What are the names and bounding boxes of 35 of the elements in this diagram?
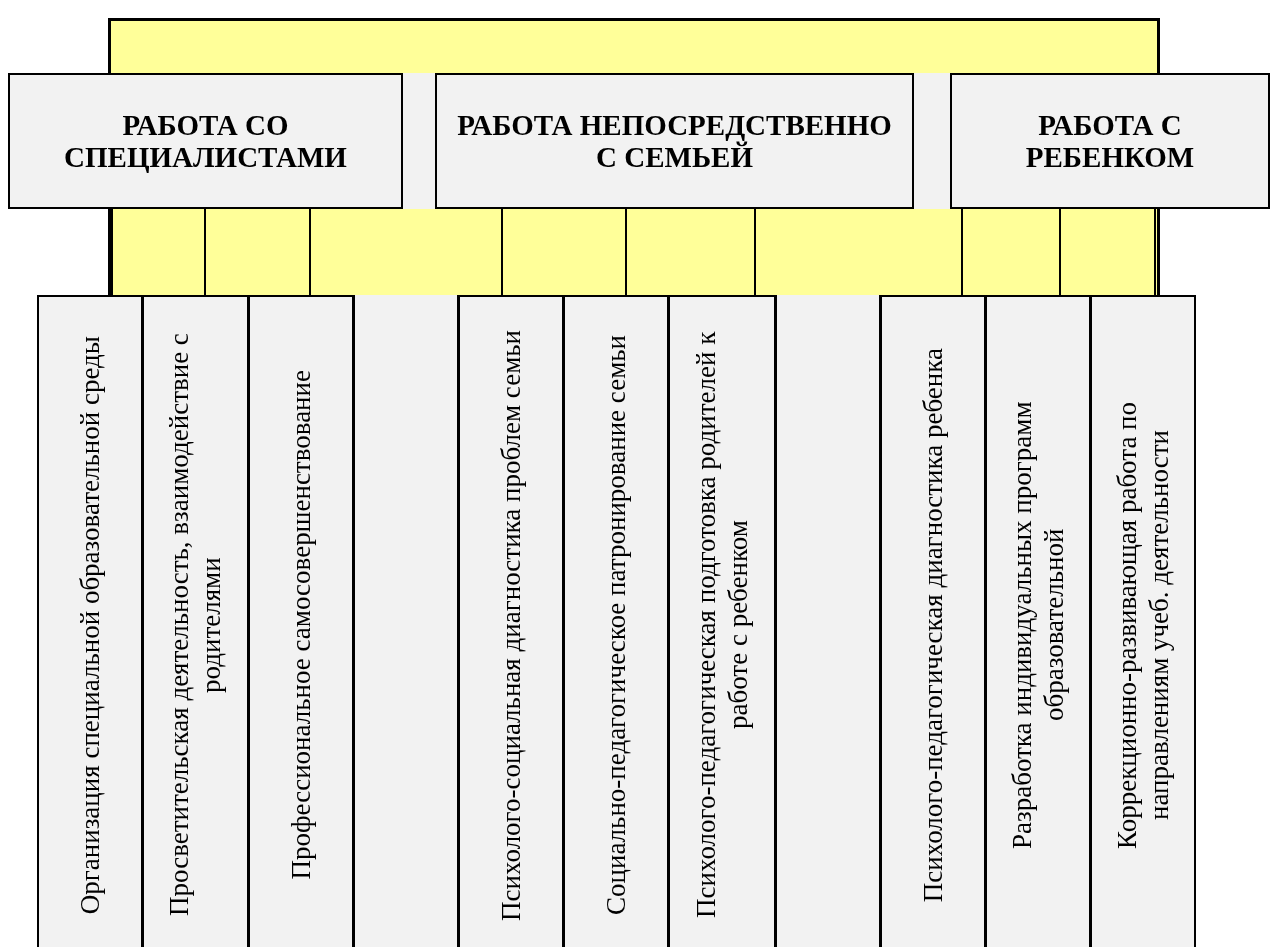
connector-line (1059, 208, 1061, 296)
empty-column (353, 295, 459, 947)
category-title: РАБОТА СО СПЕЦИАЛИСТАМИ (63, 108, 348, 174)
category-box (950, 73, 1270, 209)
category-box (435, 73, 914, 209)
activity-text: Психолого-педагогическая диагностика ребенка (916, 347, 949, 903)
category-title: РАБОТА НЕПОСРЕДСТВЕННО С СЕМЬЕЙ (456, 108, 893, 174)
activity-column (880, 295, 986, 947)
connector-line (309, 208, 311, 296)
connector-line (625, 208, 627, 296)
activity-text: Социально-педагогическое патронирование семьи (599, 335, 632, 915)
category-title: РАБОТА С РЕБЕНКОМ (1024, 108, 1196, 174)
activity-column (985, 295, 1091, 947)
activity-column (563, 295, 669, 947)
connector-line (961, 208, 963, 296)
connector-line (204, 208, 206, 296)
connector-line (111, 208, 113, 296)
activity-text: Психолого-социальная диагностика проблем семьи (494, 329, 527, 921)
category-box (8, 73, 403, 209)
activity-text: Разработка индивидуальных программ образовательной (1005, 400, 1070, 851)
activity-text: Организация специальной образовательной среды (73, 335, 106, 915)
activity-column (248, 295, 354, 947)
activity-text: Просветительская деятельность, взаимодействие с родителями (163, 332, 228, 919)
activity-column (1090, 295, 1196, 947)
activity-text: Психолого-педагогическая подготовка родителей к работе с ребенком (689, 330, 754, 921)
connector-line (754, 208, 756, 296)
activity-text: Профессиональное самосовершенствование (284, 370, 317, 880)
activity-column (458, 295, 564, 947)
activity-column (37, 295, 143, 947)
activity-text: Коррекционно-развивающая работа по направлениям учеб. деятельности (1110, 400, 1175, 851)
empty-column (775, 295, 881, 947)
activity-column (668, 295, 776, 947)
connector-line (1154, 208, 1156, 296)
connector-line (501, 208, 503, 296)
activity-column (142, 295, 249, 947)
